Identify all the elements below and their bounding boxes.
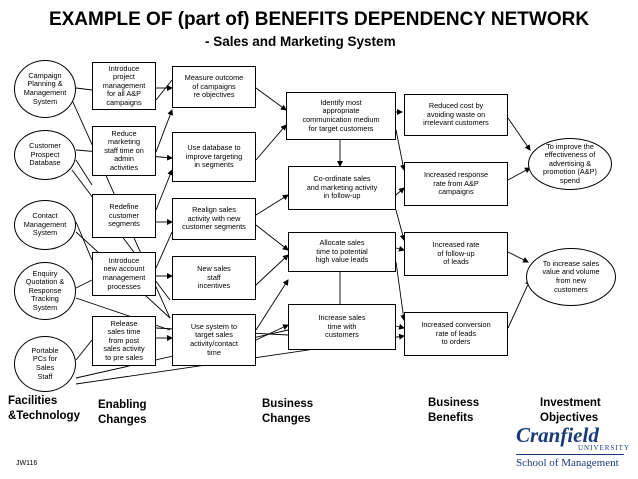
node-customer-prospect-database: Customer Prospect Database [14,130,76,180]
link-en3-bc2 [155,169,173,211]
node-contact-management-system: Contact Management System [14,200,76,250]
link-bc3-bc7 [255,194,289,216]
node-increase-sales-time: Increase sales time with customers [288,304,396,350]
node-identify-communication-medium: Identify most appropriate communication … [286,92,396,140]
logo-divider [516,454,624,455]
node-enquiry-tracking-system: Enquiry Quotation & Response Tracking Sy… [14,262,76,320]
node-allocate-sales-time: Allocate sales time to potential high va… [288,232,396,272]
link-it5-en5 [75,339,93,361]
node-reduced-cost: Reduced cost by avoiding waste on irrele… [404,94,508,136]
logo-school: School of Management [516,457,619,469]
node-new-sales-incentives: New sales staff incentives [172,256,256,300]
node-increased-followup-rate: Increased rate of follow-up of leads [404,232,508,276]
logo-wordmark: Cranfield [516,423,599,447]
column-label-objectives: Investment Objectives [540,397,601,424]
document-reference: JW116 [16,460,38,467]
link-bb1-ob1 [507,117,531,151]
link-en4-bc3 [155,231,173,269]
link-bc8-bb4 [395,261,407,321]
link-bc2-bc6 [255,124,287,161]
node-increased-conversion-rate: Increased conversion rate of leads to or… [404,312,508,356]
link-it3-en4 [75,221,93,261]
node-campaign-planning-system: Campaign Planning & Management System [14,60,76,118]
node-objective-ap-effectiveness: To improve the effectiveness of advertis… [528,138,612,190]
node-use-database-targeting: Use database to improve targeting in seg… [172,132,256,182]
column-label-facilities: Facilities &Technology [8,395,80,422]
link-bb4-ob2 [507,279,531,329]
link-it1-en1 [75,87,93,91]
node-redefine-customer-segments: Redefine customer segments [92,194,156,238]
node-reduce-marketing-staff-time: Reduce marketing staff time on admin act… [92,126,156,176]
column-label-business-changes: Business Changes [262,398,314,425]
link-it4-en4 [75,279,93,289]
page-title: EXAMPLE OF (part of) BENEFITS DEPENDENCY… [48,9,590,30]
link-bb2-ob1 [507,167,531,181]
link-bc7-bb2 [395,187,405,196]
page-subtitle: - Sales and Marketing System [205,34,396,49]
node-increased-response-rate: Increased response rate from A&P campaig… [404,162,508,206]
link-bc7-bb3 [395,209,406,241]
node-new-account-management: Introduce new account management process… [92,252,156,296]
node-portable-pcs: Portable PCs for Sales Staff [14,336,76,392]
link-it2-en3 [75,159,93,186]
link-bc3-bc8 [255,224,289,251]
logo-university: UNIVERSITY [578,444,630,452]
link-bc9-bb4 [395,323,405,330]
node-objective-sales-value: To increase sales value and volume from … [526,248,616,306]
column-label-enabling: Enabling Changes [98,399,147,426]
link-bc8-bb3 [395,245,405,252]
link-bc5-bc8 [255,279,289,331]
node-introduce-project-management: Introduce project management for all A&P… [92,62,156,110]
link-en1-bc1b [155,79,173,101]
link-bb3-ob2 [507,251,529,263]
link-en2-bc1 [155,109,174,153]
link-bc6-bb2 [395,129,406,171]
node-coordinate-sales-marketing: Co-ordinate sales and marketing activity… [288,166,396,210]
node-measure-outcome: Measure outcome of campaigns re objectiv… [172,66,256,108]
link-bc4-bc8 [255,254,289,286]
link-bc5-bc9 [255,324,289,341]
node-realign-sales-activity: Realign sales activity with new customer… [172,198,256,240]
cranfield-logo: Cranfield UNIVERSITY School of Managemen… [516,423,629,469]
node-use-system-target-sales: Use system to target sales activity/cont… [172,314,256,366]
column-label-business-benefits: Business Benefits [428,397,480,424]
node-release-sales-time: Release sales time from post sales activ… [92,316,156,366]
link-bc1-bc6 [255,87,287,111]
